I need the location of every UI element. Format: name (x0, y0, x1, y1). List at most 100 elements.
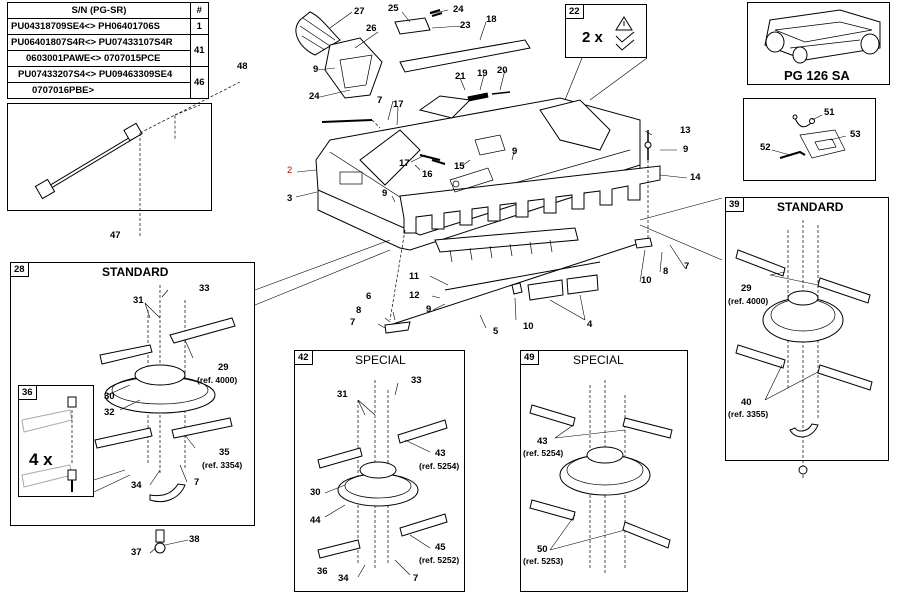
serial-number-table: S/N (PG-SR) # PU04318709SE4<> PH06401706… (7, 2, 209, 99)
sn-ref: 46 (190, 66, 209, 99)
ref-40: (ref. 3355) (728, 409, 769, 419)
label-27: 27 (354, 6, 365, 17)
label-32-28: 32 (104, 407, 115, 418)
label-24a: 24 (309, 91, 320, 102)
label-47: 47 (110, 230, 121, 241)
ref-29-39: (ref. 4000) (728, 296, 769, 306)
callout-28-title: STANDARD (102, 265, 169, 279)
label-11: 11 (409, 271, 420, 282)
label-7-42: 7 (413, 573, 419, 584)
ref-35-28: (ref. 3354) (202, 460, 243, 470)
label-8a: 8 (663, 266, 669, 277)
label-43-49: 43 (537, 436, 548, 447)
label-38: 38 (189, 534, 200, 545)
label-14: 14 (690, 172, 701, 183)
label-29-39: 29 (741, 283, 752, 294)
label-7c: 7 (350, 317, 356, 328)
callout-42-tag: 42 (295, 351, 313, 365)
label-33-42: 33 (411, 375, 422, 386)
label-43-42: 43 (435, 448, 446, 459)
ref-45: (ref. 5252) (419, 555, 460, 565)
label-31-42: 31 (337, 389, 348, 400)
ref-43-42: (ref. 5254) (419, 461, 460, 471)
label-25: 25 (388, 3, 399, 14)
label-7b: 7 (684, 261, 690, 272)
label-44: 44 (310, 515, 321, 526)
label-48: 48 (237, 61, 248, 72)
ref-43-49: (ref. 5254) (523, 448, 564, 458)
label-17a: 17 (393, 99, 404, 110)
callout-49-title: SPECIAL (573, 353, 624, 367)
label-9b: 9 (382, 188, 388, 199)
label-33-28: 33 (199, 283, 210, 294)
label-26: 26 (366, 23, 377, 34)
label-9d: 9 (683, 144, 689, 155)
model-name: PG 126 SA (784, 68, 850, 83)
callout-39-tag: 39 (726, 198, 744, 212)
callout-22-qty: 2 x (582, 29, 603, 46)
label-5: 5 (493, 326, 499, 337)
label-34-42: 34 (338, 573, 349, 584)
callout-42-title: SPECIAL (355, 353, 406, 367)
label-35-28: 35 (219, 447, 230, 458)
label-13: 13 (680, 125, 691, 136)
label-30-42: 30 (310, 487, 321, 498)
label-10b: 10 (523, 321, 534, 332)
label-9a: 9 (313, 64, 319, 75)
label-10a: 10 (641, 275, 652, 286)
label-36b: 36 (317, 566, 328, 577)
label-50: 50 (537, 544, 548, 555)
label-7-28: 7 (194, 477, 200, 488)
callout-36-tag: 36 (19, 386, 37, 400)
label-12: 12 (409, 290, 420, 301)
label-20: 20 (497, 65, 508, 76)
label-9e: 9 (426, 304, 432, 315)
label-29-28: 29 (218, 362, 229, 373)
label-9c: 9 (512, 146, 518, 157)
label-45: 45 (435, 542, 446, 553)
label-6: 6 (366, 291, 372, 302)
label-52: 52 (760, 142, 771, 153)
callout-22-tag: 22 (566, 5, 584, 19)
callout-36-qty: 4 x (29, 450, 53, 469)
label-21: 21 (455, 71, 466, 82)
label-16: 16 (422, 169, 433, 180)
sn-row: 0707016PBE> (7, 82, 191, 99)
label-34-28: 34 (131, 480, 142, 491)
label-4: 4 (587, 319, 593, 330)
label-51: 51 (824, 107, 835, 118)
label-23: 23 (460, 20, 471, 31)
small-parts-panel (743, 98, 876, 181)
label-40: 40 (741, 397, 752, 408)
label-30-28: 30 (104, 391, 115, 402)
label-15: 15 (454, 161, 465, 172)
label-8b: 8 (356, 305, 362, 316)
ref-50: (ref. 5253) (523, 556, 564, 566)
label-18: 18 (486, 14, 497, 25)
callout-49-tag: 49 (521, 351, 539, 365)
label-19: 19 (477, 68, 488, 79)
label-31-28: 31 (133, 295, 144, 306)
ref-29-28: (ref. 4000) (197, 375, 238, 385)
label-17b: 17 (399, 158, 410, 169)
label-7a: 7 (377, 95, 383, 106)
label-53: 53 (850, 129, 861, 140)
callout-28-tag: 28 (11, 263, 29, 277)
label-37: 37 (131, 547, 142, 558)
callout-39-title: STANDARD (777, 200, 844, 214)
label-3: 3 (287, 193, 293, 204)
label-2: 2 (287, 165, 293, 176)
callout-22: 22 (565, 4, 647, 58)
label-24b: 24 (453, 4, 464, 15)
driveshaft-panel (7, 103, 212, 211)
